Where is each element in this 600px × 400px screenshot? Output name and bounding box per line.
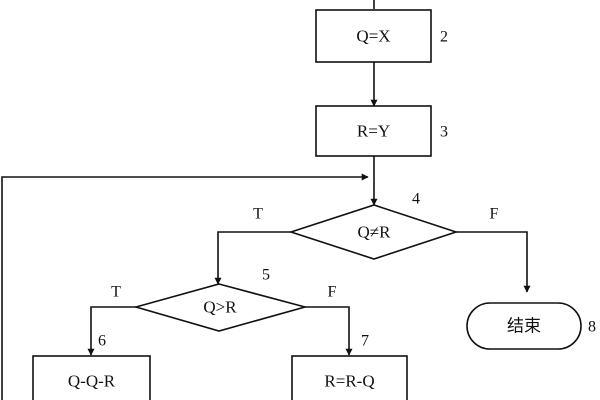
q-assign-label: Q=X bbox=[356, 27, 390, 46]
r-update-box bbox=[291, 355, 408, 400]
decision-q-greater-r-number: 5 bbox=[262, 267, 270, 284]
decision-q-not-equal-r-label: Q≠R bbox=[358, 223, 392, 242]
r-assign-label: R=Y bbox=[357, 122, 390, 141]
r-assign-number: 3 bbox=[440, 124, 448, 141]
q-assign-box bbox=[315, 9, 432, 63]
q-update-box bbox=[32, 355, 151, 400]
decision-q-not-equal-r-number: 4 bbox=[412, 191, 420, 208]
edge-decision4-true bbox=[214, 231, 291, 285]
end-terminal-number: 8 bbox=[588, 319, 596, 336]
r-update-label: R=R-Q bbox=[324, 372, 374, 391]
edge-decision5-false bbox=[305, 306, 353, 356]
edge-decision5-true bbox=[87, 306, 136, 356]
decision-q-not-equal-r bbox=[288, 204, 459, 260]
q-update-label: Q-Q-R bbox=[68, 372, 116, 391]
q-assign-number: 2 bbox=[440, 29, 448, 46]
end-terminal-label: 结束 bbox=[507, 317, 541, 336]
decision-q-greater-r-label: Q>R bbox=[203, 298, 237, 317]
r-update-number: 7 bbox=[361, 333, 369, 350]
end-terminal bbox=[466, 302, 582, 350]
decision5-false-label: F bbox=[328, 284, 337, 301]
r-assign-box bbox=[315, 105, 432, 157]
decision4-false-label: F bbox=[490, 206, 499, 223]
edge-loop-back bbox=[1, 173, 369, 400]
decision-q-greater-r bbox=[133, 283, 309, 332]
edge-decision4-false bbox=[456, 231, 531, 293]
decision4-true-label: T bbox=[253, 206, 263, 223]
decision5-true-label: T bbox=[111, 284, 121, 301]
q-update-number: 6 bbox=[98, 333, 106, 350]
